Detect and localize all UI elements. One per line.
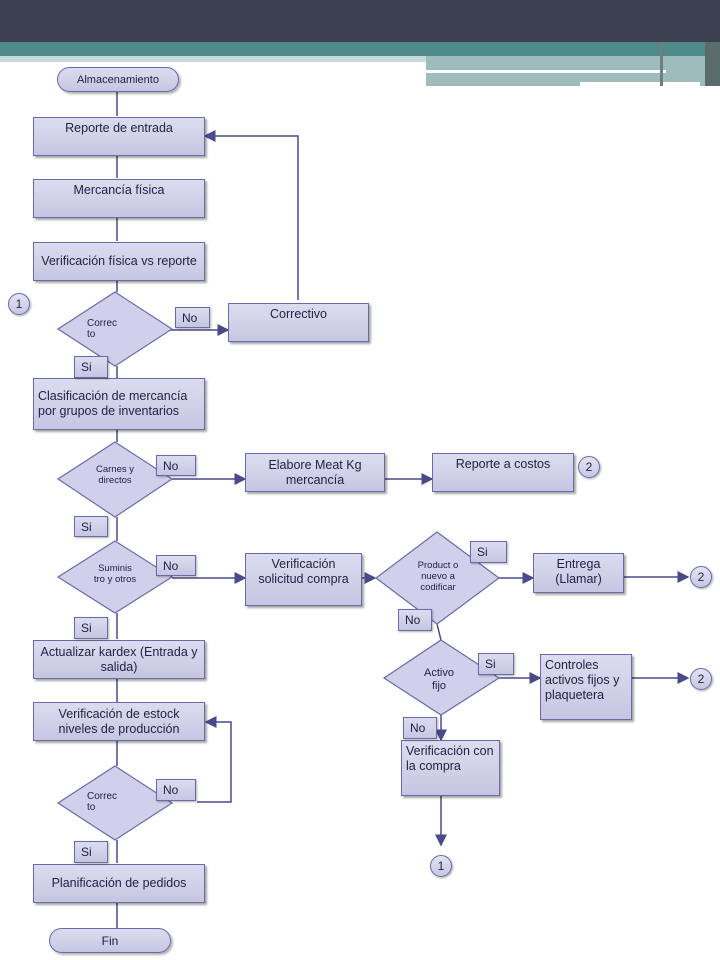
process-reporte-costos: Reporte a costos [432,453,574,492]
header-band-edge [705,42,720,86]
header-band-stripe [660,42,663,86]
end-terminal: Fin [49,928,171,953]
header-band [0,42,720,56]
flow-arrow [197,716,232,803]
header-bar [0,0,720,42]
label-si: Si [74,617,108,639]
label-no: No [156,455,196,476]
header-band-light [0,56,430,62]
decision-text-activo-fijo: Activo fijo [424,667,454,692]
label-si: Si [478,653,514,675]
process-verificacion-fisica: Verificación física vs reporte [33,242,205,281]
decision-text-correcto-2: Correc to [87,791,118,813]
start-terminal: Almacenamiento [57,67,179,92]
decision-text-correcto-1: Correc to [87,318,118,340]
process-controles: Controles activos fijos y plaquetera [540,654,632,720]
label-si: Si [74,516,108,537]
decision-suministro [56,540,174,614]
label-si: Si [470,541,507,563]
label-si: Si [74,356,108,378]
process-planificacion: Planificación de pedidos [33,864,205,903]
decision-text-carnes: Carnes y directos [95,464,134,486]
decision-correcto-1 [56,291,174,367]
decision-text-producto-nuevo: Product o nuevo a codificar [417,560,459,593]
header-band-line [580,82,700,86]
process-entrega: Entrega (Llamar) [533,553,624,593]
flow-arrow [203,130,299,300]
process-mercancia-fisica: Mercancía física [33,179,205,218]
process-verificacion-estock: Verificación de estock niveles de produc… [33,702,205,741]
process-elabore: Elabore Meat Kg mercancía [245,453,385,492]
connector-1: 1 [8,293,30,315]
process-correctivo: Correctivo [228,303,369,342]
decision-carnes [56,441,174,518]
header-band-line [426,70,666,73]
label-no: No [398,609,432,631]
connector-2: 2 [690,668,712,690]
process-verificacion-compra: Verificación con la compra [401,740,500,796]
label-si: Si [74,841,108,863]
process-verificacion-solicitud: Verificación solicitud compra [245,553,362,606]
connector-1: 1 [430,855,452,877]
flow-line [436,623,442,641]
connector-2: 2 [690,566,712,588]
label-no: No [403,717,437,739]
decision-correcto-2 [56,765,174,841]
process-reporte-entrada: Reporte de entrada [33,117,205,156]
label-no: No [156,555,196,576]
process-actualizar-kardex: Actualizar kardex (Entrada y salida) [33,640,205,679]
label-no: No [175,307,210,328]
decision-text-suministro: Suminis tro y otros [93,563,137,585]
process-clasificacion: Clasificación de mercancía por grupos de… [33,378,205,430]
label-no: No [156,779,196,801]
connector-2: 2 [578,456,600,478]
